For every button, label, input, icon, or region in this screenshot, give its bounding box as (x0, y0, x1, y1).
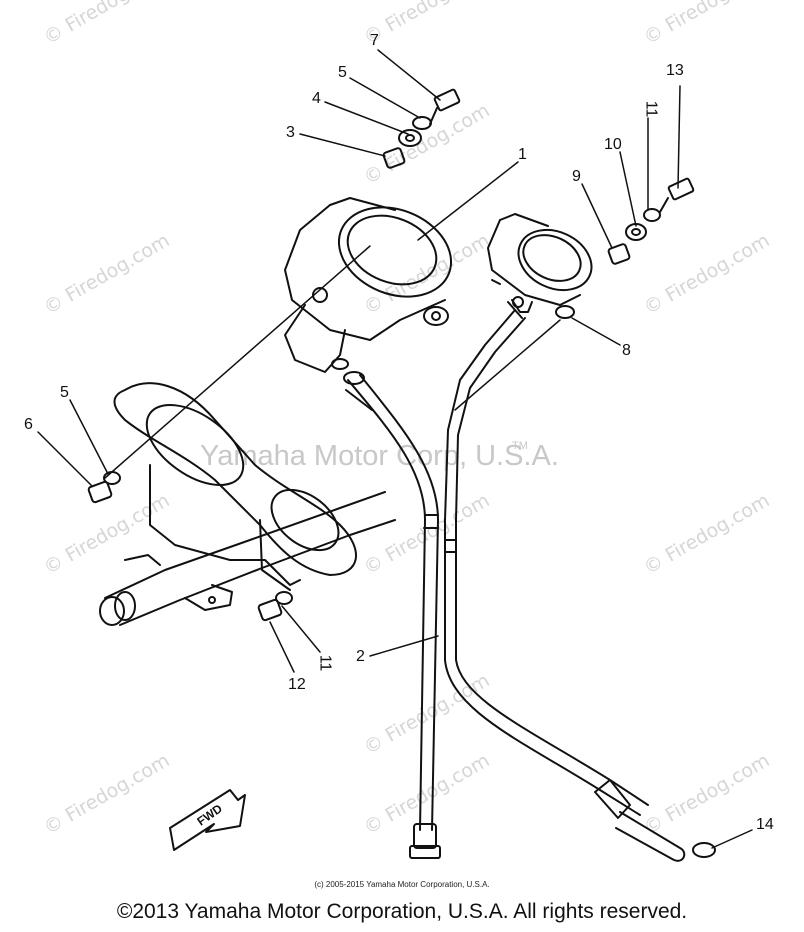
speedometer-cable (343, 371, 441, 859)
copyright-small: (c) 2005-2015 Yamaha Motor Corporation, … (314, 880, 490, 889)
part-number-label: 11 (316, 654, 334, 672)
part-number-label: 5 (338, 64, 347, 81)
fasteners (87, 88, 716, 858)
yamaha-watermark: Yamaha Motor Corp, U.S.A. (200, 440, 559, 472)
copyright-main: ©2013 Yamaha Motor Corporation, U.S.A. A… (116, 900, 688, 923)
tachometer-body (487, 213, 593, 319)
part-number-label: 1 (518, 146, 527, 163)
part-number-label: 3 (286, 124, 295, 141)
part-number-label: 10 (604, 136, 622, 153)
part-number-label: 2 (356, 648, 365, 665)
part-number-label: 13 (666, 62, 684, 79)
part-number-label: 9 (572, 168, 581, 185)
part-number-label: 14 (756, 816, 774, 833)
fwd-arrow (169, 789, 246, 851)
part-number-label: 5 (60, 384, 69, 401)
trademark-mark: TM (512, 440, 528, 452)
part-number-label: 8 (622, 342, 631, 359)
part-number-label: 12 (288, 676, 306, 693)
leader-lines (37, 49, 753, 849)
parts-drawing (37, 49, 753, 862)
part-number-label: 6 (24, 416, 33, 433)
tachometer-cable (444, 296, 686, 862)
part-number-label: 11 (642, 100, 660, 118)
part-number-label: 4 (312, 90, 321, 107)
meter-bracket (113, 382, 357, 591)
handlebar-tube (99, 491, 396, 626)
part-number-label: 7 (370, 32, 379, 49)
speedometer-body (284, 197, 453, 373)
